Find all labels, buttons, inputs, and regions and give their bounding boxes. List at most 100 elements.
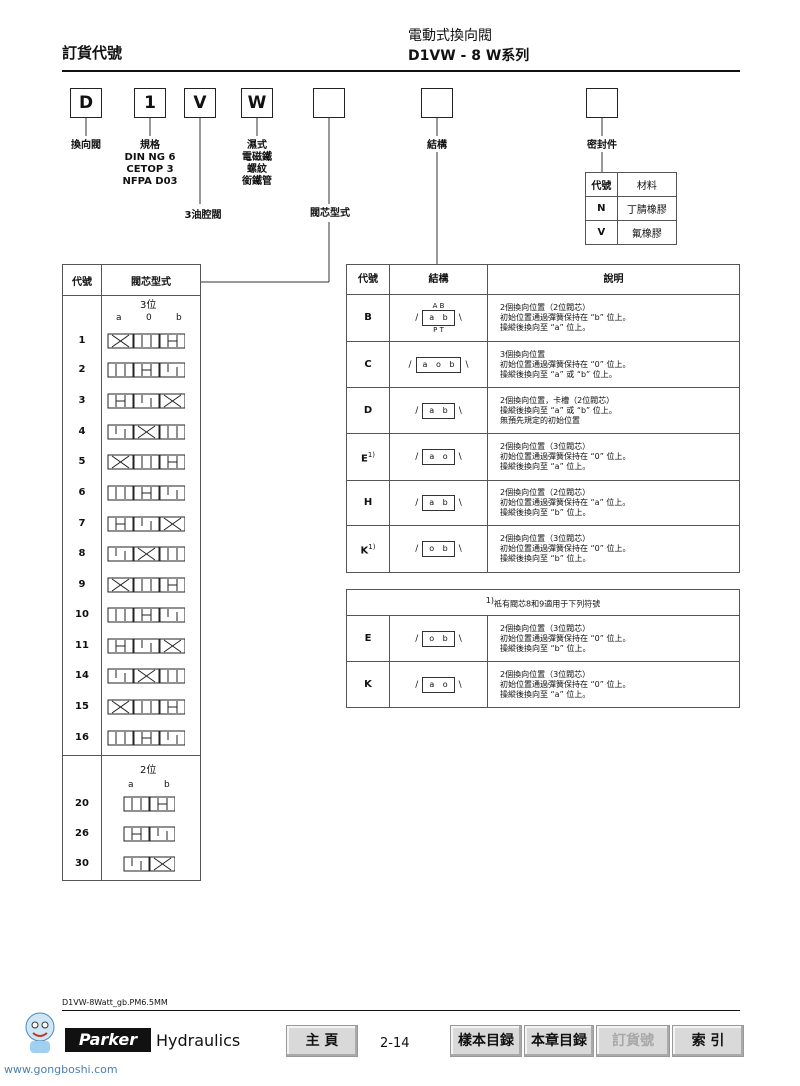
chapter-contents-button[interactable]: 本章目録 — [524, 1025, 594, 1057]
structure-symbol: / o b \ — [389, 525, 488, 573]
structure-code: B — [364, 312, 372, 323]
seal-header-material: 材料 — [616, 172, 678, 197]
spool-table-header: 代號 閥芯型式 — [63, 265, 200, 296]
structure-description: 2個換向位置（2位閥芯）初始位置通過彈簧保持在 “a” 位上。操縱後換向至 “b… — [487, 480, 740, 526]
spool-symbol — [107, 730, 187, 746]
connector-lines — [85, 117, 603, 283]
table-row: C / a o b \3個換向位置初始位置通過彈簧保持在 “0” 位上。操縱後換… — [346, 341, 740, 388]
structure-symbol: / a o \ — [389, 433, 488, 481]
label-valve: 換向閥 — [71, 140, 101, 151]
structure-code: E — [364, 632, 372, 644]
spool-symbol — [123, 796, 203, 812]
spool-code: 3 — [78, 395, 86, 406]
spool-symbol — [107, 485, 187, 501]
spool-symbol — [123, 856, 203, 872]
structure-code: C — [364, 358, 372, 370]
spool-symbol — [107, 424, 187, 440]
structure-code: K — [364, 678, 372, 690]
spool-code: 1 — [78, 335, 86, 346]
spool-symbol — [107, 516, 187, 532]
spool-code: 20 — [75, 798, 89, 809]
spool-symbol — [107, 362, 187, 378]
structure-code: H — [363, 497, 373, 508]
spool-symbol — [107, 638, 187, 654]
footer-rule — [62, 1010, 740, 1011]
spool-code: 26 — [75, 828, 89, 839]
structure-code: E — [360, 453, 368, 465]
spool-symbol — [107, 607, 187, 623]
spool-symbol — [107, 668, 187, 684]
header-rule — [62, 70, 740, 72]
table-row: D / a b \2個換向位置，卡槽（2位閥芯）操縱後換向至 “a” 或 “b”… — [346, 387, 740, 434]
spool-code: 9 — [78, 579, 86, 590]
spool-code: 7 — [78, 518, 86, 529]
spool-code: 2 — [78, 364, 86, 375]
spool-code: 10 — [75, 609, 89, 620]
spool-symbol — [107, 546, 187, 562]
structure-description: 2個換向位置，卡槽（2位閥芯）操縱後換向至 “a” 或 “b” 位上。無預先規定… — [487, 387, 740, 434]
page-title: 訂貨代號 — [62, 44, 123, 62]
structure-symbol: / a b \ — [389, 387, 488, 434]
mascot-logo — [20, 1005, 60, 1055]
spool-code: 14 — [75, 670, 89, 681]
structure-symbol: / o b \ — [389, 615, 488, 662]
structure-description: 2個換向位置（2位閥芯）初始位置通過彈簧保持在 “b” 位上。操縱後換向至 “a… — [487, 294, 740, 342]
note-title: 祗有閥芯8和9適用于下列符號 — [494, 599, 601, 609]
home-button[interactable]: 主 頁 — [286, 1025, 358, 1057]
label-structure: 結構 — [427, 140, 447, 151]
watermark: www.gongboshi.com — [4, 1063, 118, 1076]
structure-code: D — [363, 404, 373, 416]
two-pos-title: 2位 — [140, 765, 157, 776]
structure-description: 3個換向位置初始位置通過彈簧保持在 “0” 位上。操縱後換向至 “a” 或 “b… — [487, 341, 740, 388]
spool-code: 16 — [75, 732, 89, 743]
order-code-button[interactable]: 訂貨號 — [596, 1025, 670, 1057]
spool-code: 4 — [78, 426, 86, 437]
structure-symbol: / a o \ — [389, 661, 488, 708]
catalog-contents-button[interactable]: 樣本目録 — [450, 1025, 522, 1057]
spool-code: 30 — [75, 858, 89, 869]
spool-symbol — [107, 393, 187, 409]
parker-logo: Parker — [65, 1028, 151, 1052]
product-series: D1VW - 8 W系列 — [408, 48, 530, 64]
spool-code: 8 — [78, 548, 86, 559]
label-wet-solenoid: 濕式電磁鐵螺紋銜鐵管 — [242, 140, 272, 187]
structure-symbol: / a o b \ — [389, 341, 488, 388]
spool-symbol — [107, 333, 187, 349]
spool-symbol — [107, 454, 187, 470]
spool-code: 6 — [78, 487, 86, 498]
brand-suffix: Hydraulics — [156, 1031, 241, 1050]
product-name: 電動式換向閥 — [408, 28, 492, 44]
seal-header-code: 代號 — [585, 172, 618, 197]
spool-code: 15 — [75, 701, 89, 712]
page-number: 2-14 — [380, 1036, 410, 1051]
spool-type-table: 代號 閥芯型式 1 2 3 4 5 6 7 8 9 10 11 14 15 16 20 26 30 — [62, 264, 201, 881]
note-table: 1)祗有閥芯8和9適用于下列符號 E / o b \2個換向位置（3位閥芯）初始… — [346, 589, 740, 708]
structure-description: 2個換向位置（3位閥芯）初始位置通過彈簧保持在 “0” 位上。操縱後換向至 “b… — [487, 525, 740, 573]
label-spool-type: 閥芯型式 — [310, 208, 350, 219]
product-heading: 電動式換向閥 D1VW - 8 W系列 — [408, 26, 529, 66]
table-row: K1) / o b \2個換向位置（3位閥芯）初始位置通過彈簧保持在 “0” 位… — [346, 525, 740, 573]
index-button[interactable]: 索 引 — [672, 1025, 744, 1057]
structure-description: 2個換向位置（3位閥芯）初始位置通過彈簧保持在 “0” 位上。操縱後換向至 “a… — [487, 433, 740, 481]
spool-symbol — [107, 699, 187, 715]
structure-description: 2個換向位置（3位閥芯）初始位置通過彈簧保持在 “0” 位上。操縱後換向至 “b… — [487, 615, 740, 662]
structure-code: K — [360, 545, 369, 557]
label-three-oil: 3油腔閥 — [184, 210, 222, 221]
spool-code: 11 — [75, 640, 89, 651]
structure-symbol: / a b \ — [389, 480, 488, 526]
table-row: E1) / a o \2個換向位置（3位閥芯）初始位置通過彈簧保持在 “0” 位… — [346, 433, 740, 481]
table-row: E / o b \2個換向位置（3位閥芯）初始位置通過彈簧保持在 “0” 位上。… — [346, 615, 740, 662]
structure-description: 2個換向位置（3位閥芯）初始位置通過彈簧保持在 “0” 位上。操縱後換向至 “a… — [487, 661, 740, 708]
table-row: K / a o \2個換向位置（3位閥芯）初始位置通過彈簧保持在 “0” 位上。… — [346, 661, 740, 708]
file-name: D1VW-8Watt_gb.PM6.5MM — [62, 998, 168, 1007]
three-pos-title: 3位 — [140, 300, 157, 311]
label-seal: 密封件 — [587, 140, 617, 151]
spool-code: 5 — [78, 456, 86, 467]
structure-symbol: A B / a b \P T — [389, 294, 488, 342]
